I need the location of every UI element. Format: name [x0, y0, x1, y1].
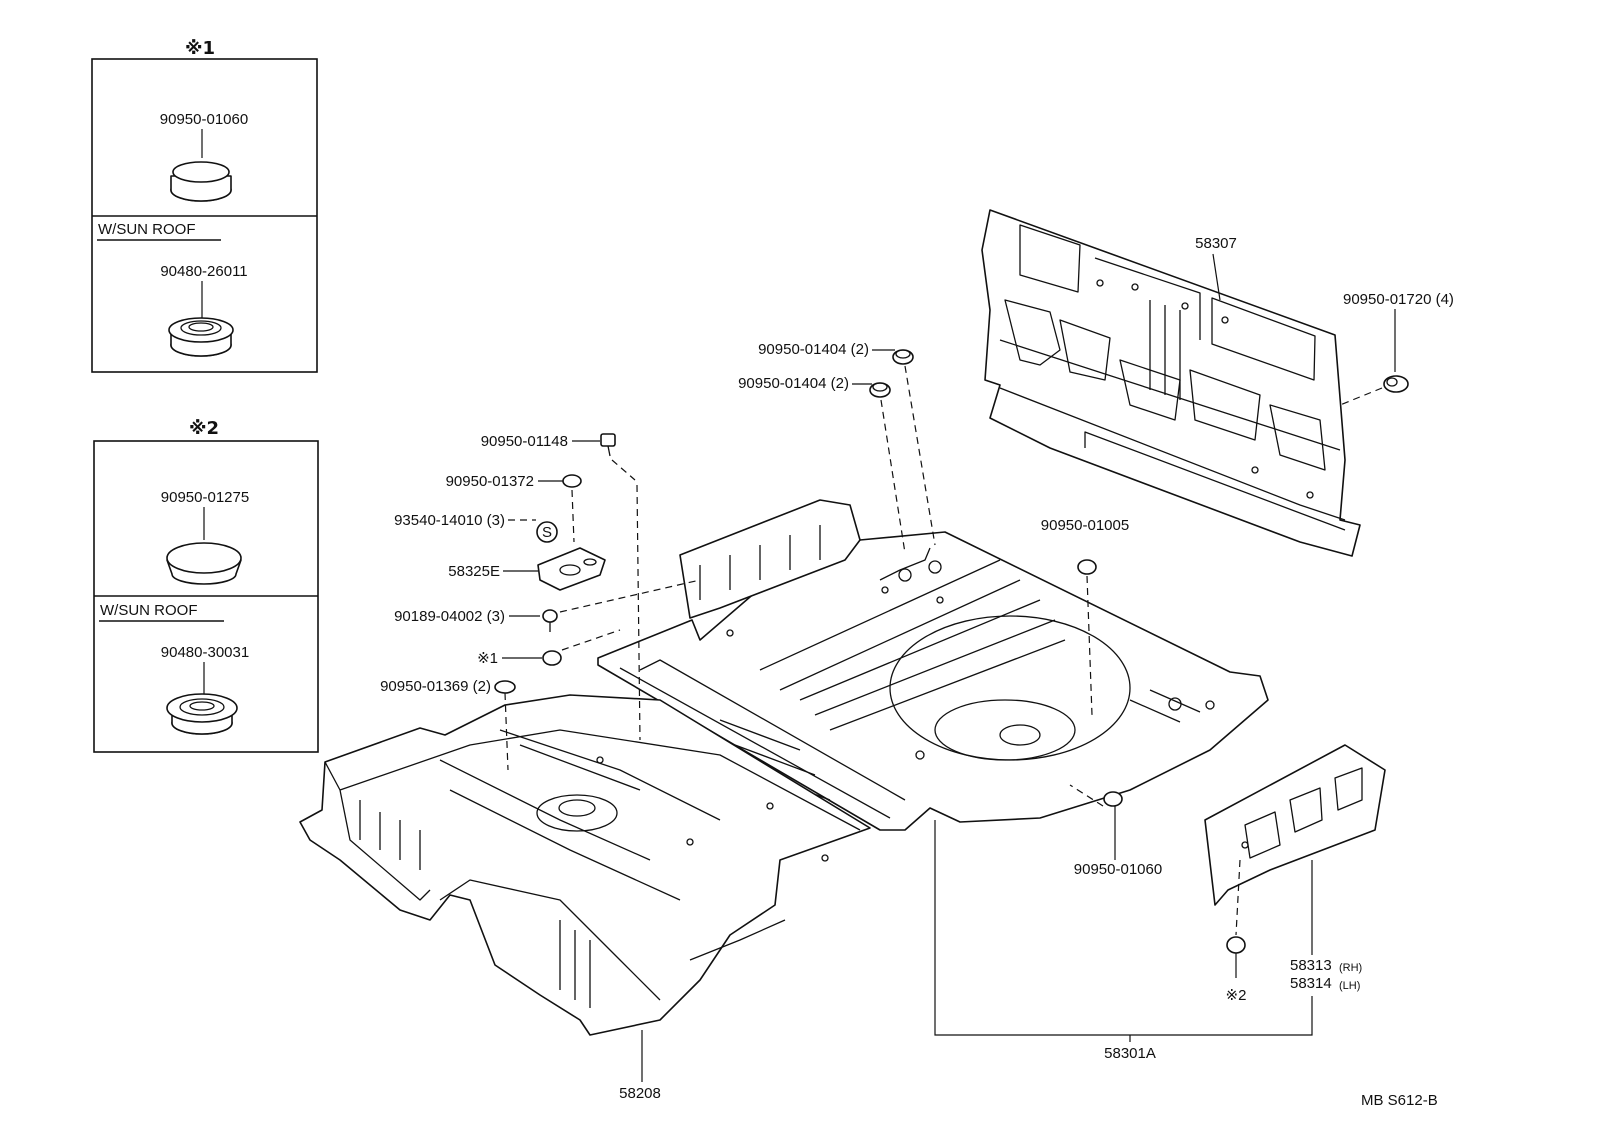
bolt-icon [542, 609, 558, 632]
bracket-58325E [537, 547, 606, 591]
label-58307: 58307 [1195, 235, 1237, 252]
diagram-code: MB S612-B [1361, 1092, 1438, 1109]
grommet-icon [170, 161, 232, 202]
inset-1-variant-label: W/SUN ROOF [98, 221, 196, 238]
label-90950-01404-b: 90950-01404 (2) [738, 375, 849, 392]
label-58313-side: (RH) [1339, 962, 1362, 974]
label-90950-01369: 90950-01369 (2) [380, 678, 491, 695]
label-90950-01148: 90950-01148 [481, 433, 568, 450]
inset-2-part-std: 90950-01275 [161, 489, 249, 506]
inset-1: ※1 90950-01060 W/SUN ROOF 90480-26011 [91, 38, 318, 373]
label-58208: 58208 [619, 1085, 661, 1102]
center-floor-pan-58208 [299, 694, 871, 1036]
label-90950-01005: 90950-01005 [1041, 517, 1129, 534]
grommet-icon [892, 349, 914, 365]
label-90950-01720: 90950-01720 (4) [1343, 291, 1454, 308]
s-mark-label: S [542, 524, 552, 541]
inset-1-part-sunroof: 90480-26011 [160, 263, 247, 280]
label-58314-side: (LH) [1339, 980, 1360, 992]
grommet-icon [166, 693, 238, 735]
inset-2-part-sunroof: 90480-30031 [161, 644, 249, 661]
plug-icon [166, 542, 242, 585]
clip-icon [1383, 375, 1409, 393]
label-93540-14010: 93540-14010 (3) [394, 512, 505, 529]
plug-icon [542, 650, 562, 666]
pan-bracket [679, 499, 861, 619]
label-ref-1: ※1 [477, 650, 498, 667]
grommet-icon [168, 317, 234, 357]
inset-1-title: ※1 [185, 38, 215, 59]
label-58325E: 58325E [448, 563, 500, 580]
inset-2: ※2 90950-01275 W/SUN ROOF 90480-30031 [93, 418, 319, 753]
label-90189-04002: 90189-04002 (3) [394, 608, 505, 625]
grommet-icon [869, 382, 891, 398]
inset-2-variant-label: W/SUN ROOF [100, 602, 198, 619]
label-58301A: 58301A [1104, 1045, 1156, 1062]
label-90950-01404-a: 90950-01404 (2) [758, 341, 869, 358]
s-mark-icon: S [536, 521, 558, 543]
inset-2-title: ※2 [189, 418, 219, 439]
plug-icon [1077, 559, 1097, 575]
side-bracket-58313-58314 [1204, 744, 1386, 906]
grommet-icon [1103, 791, 1123, 807]
label-90950-01372: 90950-01372 [446, 473, 534, 490]
rear-panel-58307 [981, 209, 1361, 557]
label-90950-01060: 90950-01060 [1074, 861, 1162, 878]
nut-icon [1226, 936, 1246, 954]
label-58314: 58314 [1290, 975, 1332, 992]
label-58313: 58313 [1290, 957, 1332, 974]
grommet-icon [494, 680, 516, 694]
plug-icon [562, 474, 582, 488]
label-ref-2: ※2 [1226, 987, 1247, 1004]
bolt-icon [600, 433, 616, 457]
rear-floor-pan-58301A [597, 529, 1269, 831]
inset-1-part-std: 90950-01060 [160, 111, 248, 128]
